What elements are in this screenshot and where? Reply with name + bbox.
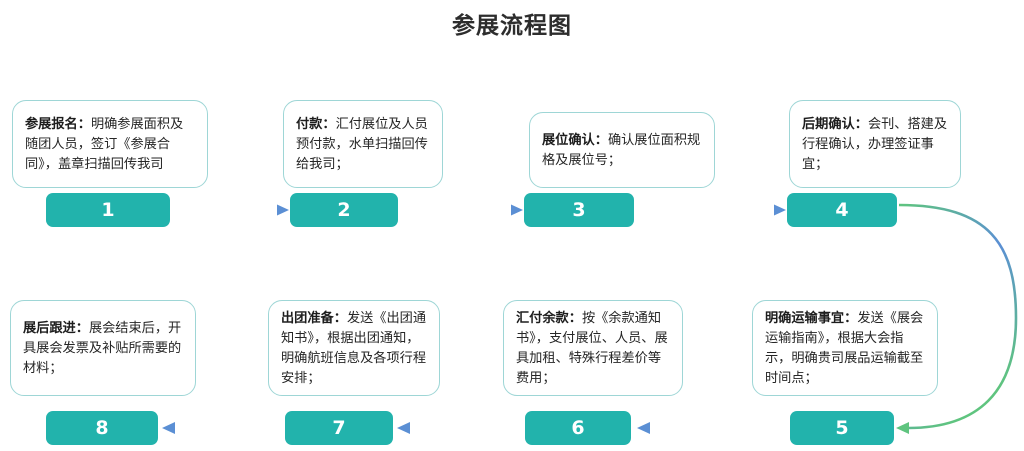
- step-body-4: 会刊、搭建及行程确认，办理签证事宜；: [802, 116, 948, 173]
- step-heading-2: 付款：: [296, 116, 336, 132]
- step-box-8: 展后跟进：展会结束后，开具展会发票及补贴所需要的材料；: [10, 300, 196, 396]
- step-heading-1: 参展报名：: [25, 116, 91, 132]
- step-body-1: 明确参展面积及随团人员，签订《参展合同》，盖章扫描回传我司: [25, 116, 184, 173]
- step-box-7: 出团准备：发送《出团通知书》，根据出团通知，明确航班信息及各项行程安排；: [268, 300, 440, 396]
- connector-5-6: [637, 422, 788, 434]
- step-badge-8[interactable]: 8: [46, 411, 158, 445]
- step-heading-4: 后期确认：: [802, 116, 868, 132]
- step-heading-5: 明确运输事宜：: [765, 310, 858, 326]
- step-heading-7: 出团准备：: [281, 310, 347, 326]
- step-box-2: 付款：汇付展位及人员预付款，水单扫描回传给我司；: [283, 100, 443, 188]
- connector-2-3: [400, 204, 523, 216]
- step-body-2: 汇付展位及人员预付款，水单扫描回传给我司；: [296, 116, 428, 173]
- connector-7-8: [162, 422, 283, 434]
- step-box-1: 参展报名：明确参展面积及随团人员，签订《参展合同》，盖章扫描回传我司: [12, 100, 208, 188]
- page-title: 参展流程图: [452, 13, 572, 39]
- step-badge-5[interactable]: 5: [790, 411, 894, 445]
- step-body-5: 发送《展会运输指南》，根据大会指示，明确贵司展品运输截至时间点；: [765, 310, 924, 387]
- step-badge-7[interactable]: 7: [285, 411, 393, 445]
- step-badge-6[interactable]: 6: [525, 411, 631, 445]
- connector-3-4: [636, 204, 786, 216]
- step-body-8: 展会结束后，开具展会发票及补贴所需要的材料；: [23, 320, 182, 377]
- step-badge-1[interactable]: 1: [46, 193, 170, 227]
- step-heading-8: 展后跟进：: [23, 320, 89, 336]
- step-badge-3[interactable]: 3: [524, 193, 634, 227]
- step-body-3: 确认展位面积规格及展位号；: [542, 132, 701, 168]
- connector-1-2: [172, 204, 289, 216]
- step-badge-4[interactable]: 4: [787, 193, 897, 227]
- step-body-7: 发送《出团通知书》，根据出团通知，明确航班信息及各项行程安排；: [281, 310, 427, 387]
- step-heading-6: 汇付余款：: [516, 310, 582, 326]
- step-badge-2[interactable]: 2: [290, 193, 398, 227]
- step-body-6: 按《余款通知书》，支付展位、人员、展具加租、特殊行程差价等费用；: [516, 310, 668, 387]
- step-box-3: 展位确认：确认展位面积规格及展位号；: [529, 112, 715, 188]
- connector-6-7: [397, 422, 523, 434]
- step-box-5: 明确运输事宜：发送《展会运输指南》，根据大会指示，明确贵司展品运输截至时间点；: [752, 300, 938, 396]
- step-box-6: 汇付余款：按《余款通知书》，支付展位、人员、展具加租、特殊行程差价等费用；: [503, 300, 683, 396]
- step-box-4: 后期确认：会刊、搭建及行程确认，办理签证事宜；: [789, 100, 961, 188]
- step-heading-3: 展位确认：: [542, 132, 608, 148]
